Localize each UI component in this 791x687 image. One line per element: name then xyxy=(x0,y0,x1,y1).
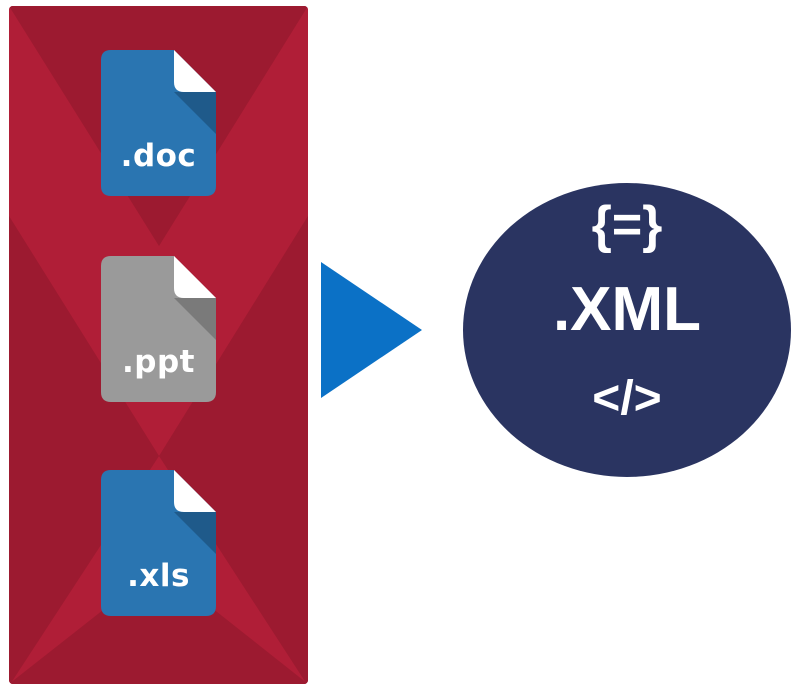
xls-file-icon: .xls xyxy=(101,470,216,616)
xml-target-circle: {=} .XML </> xyxy=(463,183,791,477)
xml-tag-symbol: </> xyxy=(592,372,662,425)
xml-braces-symbol: {=} xyxy=(591,196,663,254)
doc-file-label: .doc xyxy=(120,138,197,174)
source-files-panel: .doc .ppt .xls xyxy=(9,6,308,684)
ppt-file-label: .ppt xyxy=(122,344,195,380)
xml-label: .XML xyxy=(552,275,702,344)
doc-file-icon: .doc xyxy=(101,50,216,196)
ppt-file-icon: .ppt xyxy=(101,256,216,402)
xls-file-label: .xls xyxy=(127,558,190,594)
conversion-arrow-icon xyxy=(321,262,422,398)
